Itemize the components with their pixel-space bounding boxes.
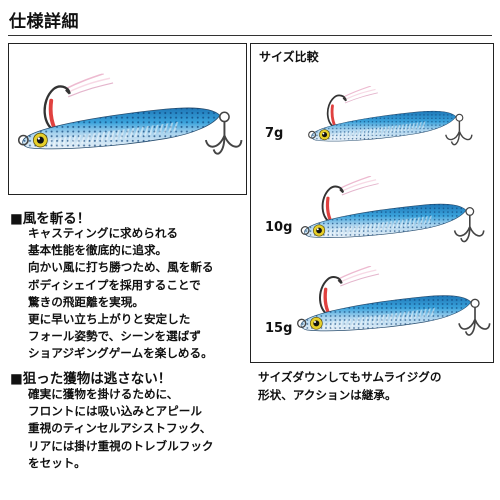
title-divider [8, 35, 492, 36]
jig-lure-15g-image [291, 250, 491, 362]
feature-line: リアには掛け重視のトレブルフック [28, 438, 214, 453]
size-note-line: サイズダウンしてもサムライジグの [258, 370, 442, 384]
feature-line: 重視のティンセルアシストフック、 [28, 421, 212, 436]
jig-lure-7g-image [303, 74, 473, 166]
feature-line: 確実に獲物を掛けるために、 [28, 387, 179, 401]
feature-line: ショアジギングゲームを楽しめる。 [28, 346, 213, 361]
feature-line: キャスティングに求められる [28, 226, 179, 240]
feature-line: 基本性能を徹底的に追求。 [28, 243, 168, 258]
size-comparison-title: サイズ比較 [259, 50, 319, 64]
size-note: サイズダウンしてもサムライジグの 形状、アクションは継承。 [258, 369, 441, 404]
feature-line: 驚きの飛距離を実現。 [28, 294, 144, 309]
feature-heading-wind: ■風を斬る！ [10, 211, 91, 227]
feature-line: をセット。 [28, 455, 86, 470]
jig-lure-image [11, 50, 243, 190]
size-label-10g: 10g [265, 220, 293, 235]
size-label-7g: 7g [265, 126, 284, 141]
feature-line: フロントには吸い込みとアピール [28, 404, 202, 419]
feature-line: ボディシェイプを採用することで [28, 277, 201, 292]
page-title: 仕様詳細 [9, 12, 79, 32]
feature-line: フォール姿勢で、シーンを選ばず [28, 329, 201, 344]
feature-line: 更に早い立ち上がりと安定した [28, 311, 191, 326]
size-note-line: 形状、アクションは継承。 [258, 387, 397, 402]
feature-line: 向かい風に打ち勝つため、風を斬る [28, 260, 214, 275]
size-label-15g: 15g [265, 321, 293, 336]
main-product-photo [8, 43, 247, 195]
feature-body-wind: キャスティングに求められる 基本性能を徹底的に追求。 向かい風に打ち勝つため、風… [28, 225, 214, 363]
feature-heading-hook: ■狙った獲物は逃さない！ [10, 371, 172, 387]
feature-body-hook: 確実に獲物を掛けるために、 フロントには吸い込みとアピール 重視のティンセルアシ… [28, 386, 214, 472]
size-comparison-panel: サイズ比較 7g 10g 15g [250, 43, 494, 363]
